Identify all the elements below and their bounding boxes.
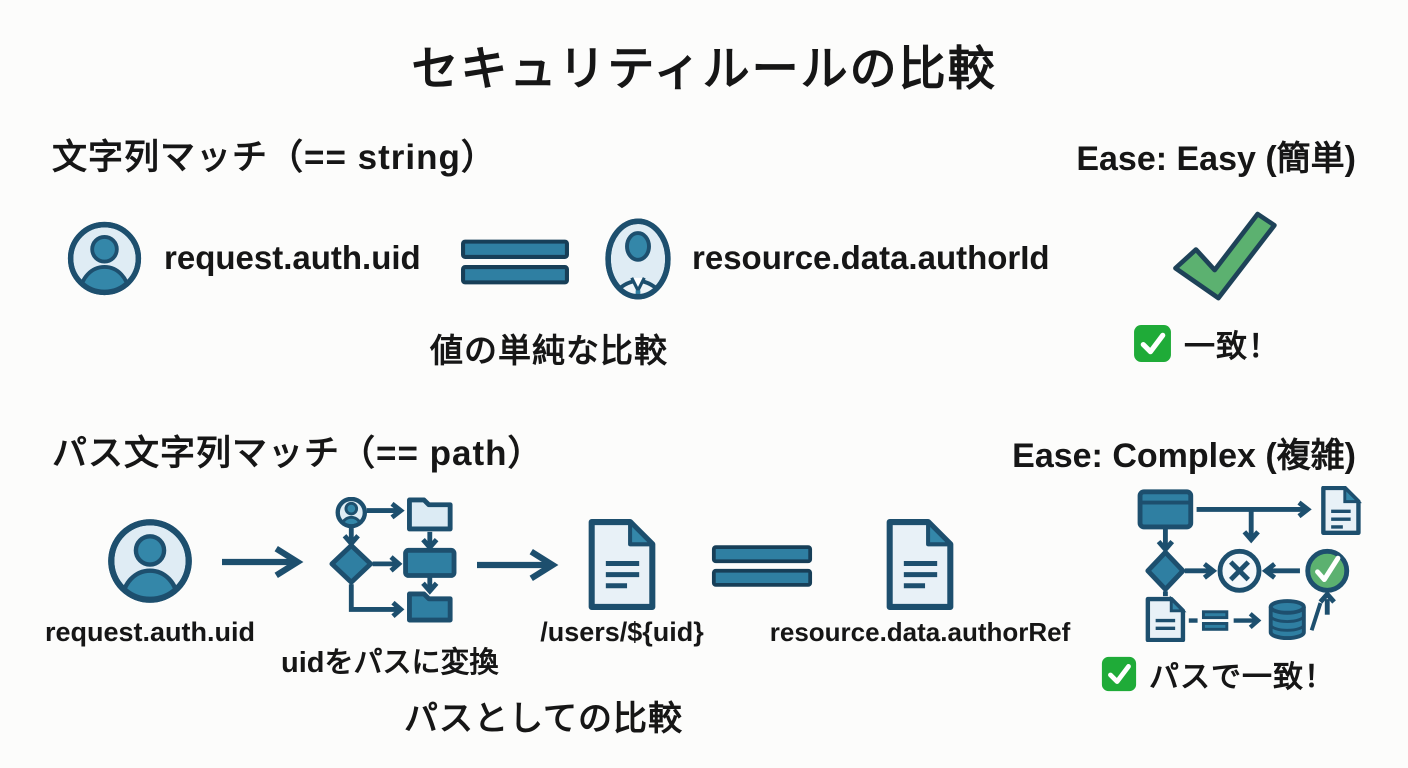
string-match-result: 一致！	[1132, 321, 1280, 366]
user-avatar-tie-icon	[605, 217, 671, 301]
string-match-ease-label: Ease: Easy (簡単)	[1076, 140, 1356, 178]
path-value-label: /users/${uid}	[540, 617, 704, 647]
big-checkmark-icon	[1168, 208, 1280, 306]
arrow-right-icon	[216, 546, 308, 578]
user-avatar-icon	[66, 220, 143, 297]
path-match-caption: パスとしての比較	[404, 700, 683, 738]
uid-to-path-flowchart-icon	[324, 497, 460, 623]
path-input-value: request.auth.uid	[44, 617, 255, 647]
path-match-result: パスで一致！	[1100, 652, 1335, 696]
path-match-ease-label: Ease: Complex (複雑)	[1012, 437, 1356, 475]
equals-icon	[711, 540, 813, 592]
right-operand-value: resource.data.authorId	[692, 239, 1050, 276]
user-avatar-icon	[106, 517, 194, 605]
check-emoji-icon	[1132, 323, 1173, 364]
complex-flowchart-icon	[1126, 486, 1392, 642]
page-title: セキュリティルールの比較	[411, 42, 997, 95]
string-match-caption: 値の単純な比較	[430, 332, 668, 369]
document-icon	[583, 516, 661, 613]
check-emoji-icon	[1100, 655, 1138, 693]
path-match-heading: パス文字列マッチ（== path）	[52, 434, 544, 473]
path-right-operand-value: resource.data.authorRef	[769, 617, 1071, 647]
path-match-result-label: パスで一致！	[1149, 661, 1335, 694]
equals-icon	[460, 238, 570, 286]
document-icon	[881, 516, 959, 613]
string-match-heading: 文字列マッチ（== string）	[52, 138, 497, 177]
transform-label: uidをパスに変換	[281, 647, 499, 679]
string-match-result-label: 一致！	[1184, 329, 1280, 364]
left-operand-value: request.auth.uid	[164, 239, 421, 276]
arrow-right-icon	[472, 549, 562, 581]
